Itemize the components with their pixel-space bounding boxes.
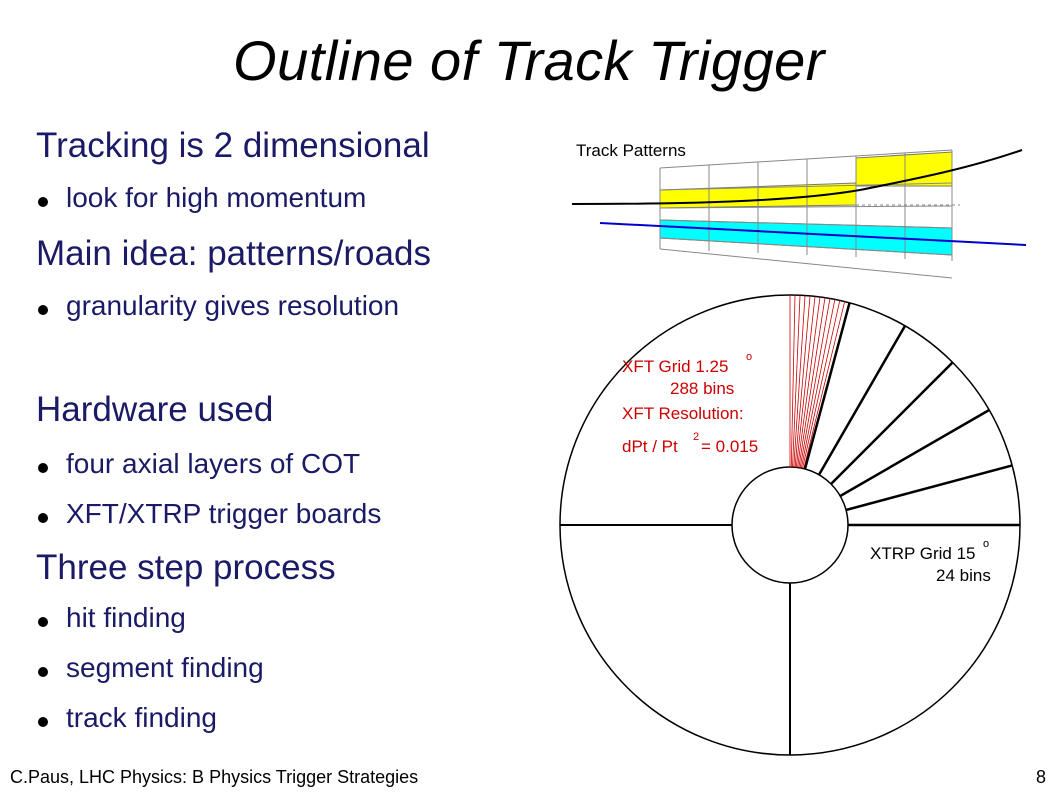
bullet-level2-xft: XFT/XTRP trigger boards: [38, 498, 382, 529]
black-track-curve: [571, 149, 1023, 205]
xtrp-bins-label: 24 bins: [936, 566, 991, 585]
xft-grid-line: [802, 300, 841, 469]
xft-grid-line: [798, 297, 826, 468]
bullet-dot-icon: [38, 463, 48, 473]
bullet-dot-icon: [38, 617, 48, 627]
xtrp-sector-line: [845, 464, 1013, 512]
xft-bins-label: 288 bins: [670, 379, 734, 398]
bullet-text: four axial layers of COT: [66, 448, 361, 479]
cyan-road: [659, 219, 953, 256]
bullet-text: look for high momentum: [66, 182, 367, 213]
bullet-dot-icon: [38, 197, 48, 207]
xtrp-sector-line: [803, 302, 851, 470]
xtrp-grid-label: XTRP Grid 15: [870, 544, 976, 563]
xft-grid-line: [792, 295, 801, 468]
xft-grid-line: [793, 295, 806, 468]
bullet-level1-hardware: Hardware used: [36, 390, 274, 429]
xft-resolution-formula: dPt / Pt: [622, 437, 678, 456]
bullet-dot-icon: [38, 513, 48, 523]
xft-grid-line: [797, 296, 821, 468]
xft-resolution-value: = 0.015: [701, 437, 758, 456]
track-patterns-diagram: Track Patterns: [571, 141, 1027, 279]
slide-title: Outline of Track Trigger: [233, 29, 825, 92]
bullet-level2-granularity: granularity gives resolution: [38, 290, 400, 321]
bullet-level2-segment: segment finding: [38, 652, 264, 683]
xft-grid-line: [800, 299, 836, 469]
pattern-grid: [659, 149, 960, 279]
xtrp-sector-line: [839, 408, 990, 498]
xtrp-grid-degree: o: [983, 538, 989, 550]
bullet-level2-cot: four axial layers of COT: [38, 448, 361, 479]
bullet-level2-momentum: look for high momentum: [38, 182, 367, 213]
bullet-text: segment finding: [66, 652, 264, 683]
xtrp-sector-line: [817, 325, 907, 476]
bullet-dot-icon: [38, 305, 48, 315]
page-number: 8: [1035, 767, 1046, 787]
xft-grid-line: [794, 295, 811, 468]
xtrp-sector-line: [830, 361, 954, 485]
xft-grid-degree: o: [746, 351, 752, 363]
xft-grid-label: XFT Grid 1.25: [622, 357, 728, 376]
xtrp-labels: XTRP Grid 15 o 24 bins: [870, 538, 991, 585]
bullet-level1-main-idea: Main idea: patterns/roads: [36, 234, 431, 273]
bullet-dot-icon: [38, 717, 48, 727]
bullet-text: track finding: [66, 702, 217, 733]
bullet-level2-hit: hit finding: [38, 602, 186, 633]
footer-author: C.Paus, LHC Physics: B Physics Trigger S…: [10, 767, 419, 787]
xft-labels: XFT Grid 1.25 o 288 bins XFT Resolution:…: [622, 351, 758, 456]
xft-resolution-exponent: 2: [693, 431, 699, 443]
sector-lines: [560, 295, 1020, 755]
blue-track-line: [599, 222, 1027, 246]
bullet-text: granularity gives resolution: [66, 290, 400, 321]
bullet-text: hit finding: [66, 602, 186, 633]
bullet-level1-tracking: Tracking is 2 dimensional: [36, 126, 430, 165]
track-patterns-label: Track Patterns: [576, 141, 686, 160]
bullet-dot-icon: [38, 667, 48, 677]
bullet-level1-three-step: Three step process: [36, 548, 336, 587]
xft-grid-line: [790, 295, 796, 468]
bullet-level2-track: track finding: [38, 702, 217, 733]
xft-resolution-label: XFT Resolution:: [622, 404, 744, 423]
xft-grid-line: [799, 298, 831, 468]
xft-xtrp-wheel-diagram: XFT Grid 1.25 o 288 bins XFT Resolution:…: [559, 294, 1021, 756]
inner-circle: [731, 466, 849, 584]
xft-grid-line: [795, 296, 816, 468]
xft-grid-line: [803, 301, 846, 469]
bullet-text: XFT/XTRP trigger boards: [66, 498, 382, 529]
